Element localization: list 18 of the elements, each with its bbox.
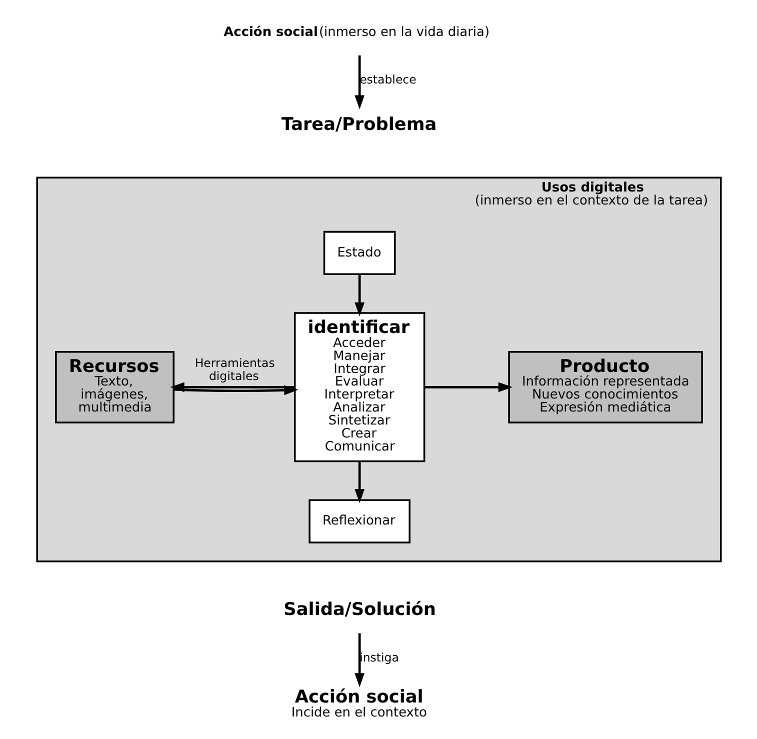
edge-label: establece — [359, 72, 416, 87]
edge-label: instiga — [359, 650, 398, 664]
arrow — [354, 462, 364, 504]
node-box: Producto Información representada Nuevos conocimientos Expresión mediática — [508, 350, 702, 424]
node-box: Estado — [322, 230, 396, 276]
node-text: Acción social(inmerso en la vida diaria) — [223, 25, 490, 40]
arrow — [354, 274, 364, 317]
edge-label: Herramientas digitales — [194, 356, 274, 384]
node-text: Salida/Solución — [283, 600, 436, 620]
arrow — [354, 55, 364, 110]
node-box: identificar Acceder Manejar Integrar Evaluar Interpretar Analizar Sintetizar Crear Comunicar — [293, 312, 425, 462]
node-box: Reflexionar — [308, 499, 410, 544]
arrow — [174, 385, 298, 396]
node-text: Tarea/Problema — [280, 115, 436, 136]
arrow — [354, 633, 364, 688]
node-box: Recursos Texto, imágenes, multimedia — [54, 350, 174, 424]
arrow — [424, 382, 512, 392]
node-text: Acción social Incide en el contexto — [290, 688, 426, 720]
